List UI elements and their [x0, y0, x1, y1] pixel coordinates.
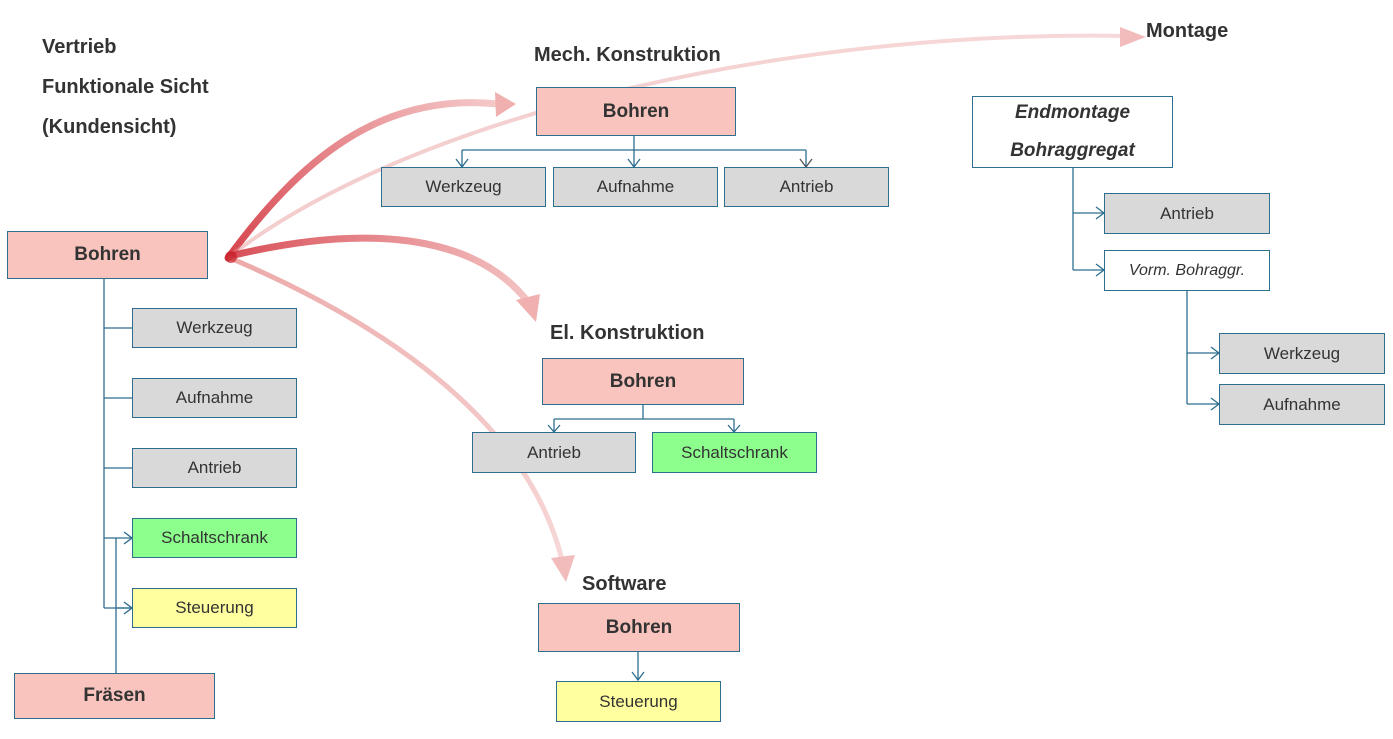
montage-sub-item-werkzeug: Werkzeug [1219, 333, 1385, 374]
mech-head-bohren: Bohren [536, 87, 736, 136]
mech-tree-lines [455, 136, 813, 169]
flow-arrow-mech [224, 92, 516, 262]
mech-title: Mech. Konstruktion [534, 44, 721, 66]
el-item-schaltschrank: Schaltschrank [652, 432, 817, 473]
software-tree-lines [631, 652, 645, 682]
vertrieb-head-bohren: Bohren [7, 231, 208, 279]
vertrieb-item-antrieb: Antrieb [132, 448, 297, 488]
flow-arrow-el [226, 234, 540, 322]
montage-item-vorm-bohraggr: Vorm. Bohraggr. [1104, 250, 1270, 291]
vertrieb-title-line3: (Kundensicht) [42, 116, 177, 138]
vertrieb-tree-lines [103, 278, 134, 674]
el-head-bohren: Bohren [542, 358, 744, 405]
software-title: Software [582, 573, 667, 595]
vertrieb-title-line2: Funktionale Sicht [42, 76, 209, 98]
mech-item-antrieb: Antrieb [724, 167, 889, 207]
software-item-steuerung: Steuerung [556, 681, 721, 722]
vertrieb-title-line1: Vertrieb [42, 36, 117, 58]
flow-arrow-software [227, 255, 575, 582]
el-title: El. Konstruktion [550, 322, 705, 344]
montage-head-line1: Endmontage [1014, 102, 1131, 123]
vertrieb-head-fraesen: Fräsen [14, 673, 215, 719]
montage-title: Montage [1146, 20, 1229, 42]
vertrieb-item-werkzeug: Werkzeug [132, 308, 297, 348]
software-head-bohren: Bohren [538, 603, 740, 652]
mech-item-aufnahme: Aufnahme [553, 167, 718, 207]
vertrieb-item-schaltschrank: Schaltschrank [132, 518, 297, 558]
montage-head-line2: Bohraggregat [1010, 140, 1135, 161]
flow-origin-dot [225, 251, 237, 263]
vertrieb-item-aufnahme: Aufnahme [132, 378, 297, 418]
montage-head-endmontage: Endmontage Bohraggregat [972, 96, 1173, 168]
montage-item-antrieb: Antrieb [1104, 193, 1270, 234]
montage-sub-item-aufnahme: Aufnahme [1219, 384, 1385, 425]
montage-tree-lines [1072, 168, 1221, 411]
mech-item-werkzeug: Werkzeug [381, 167, 546, 207]
el-item-antrieb: Antrieb [472, 432, 636, 473]
el-tree-lines [547, 405, 741, 433]
vertrieb-item-steuerung: Steuerung [132, 588, 297, 628]
